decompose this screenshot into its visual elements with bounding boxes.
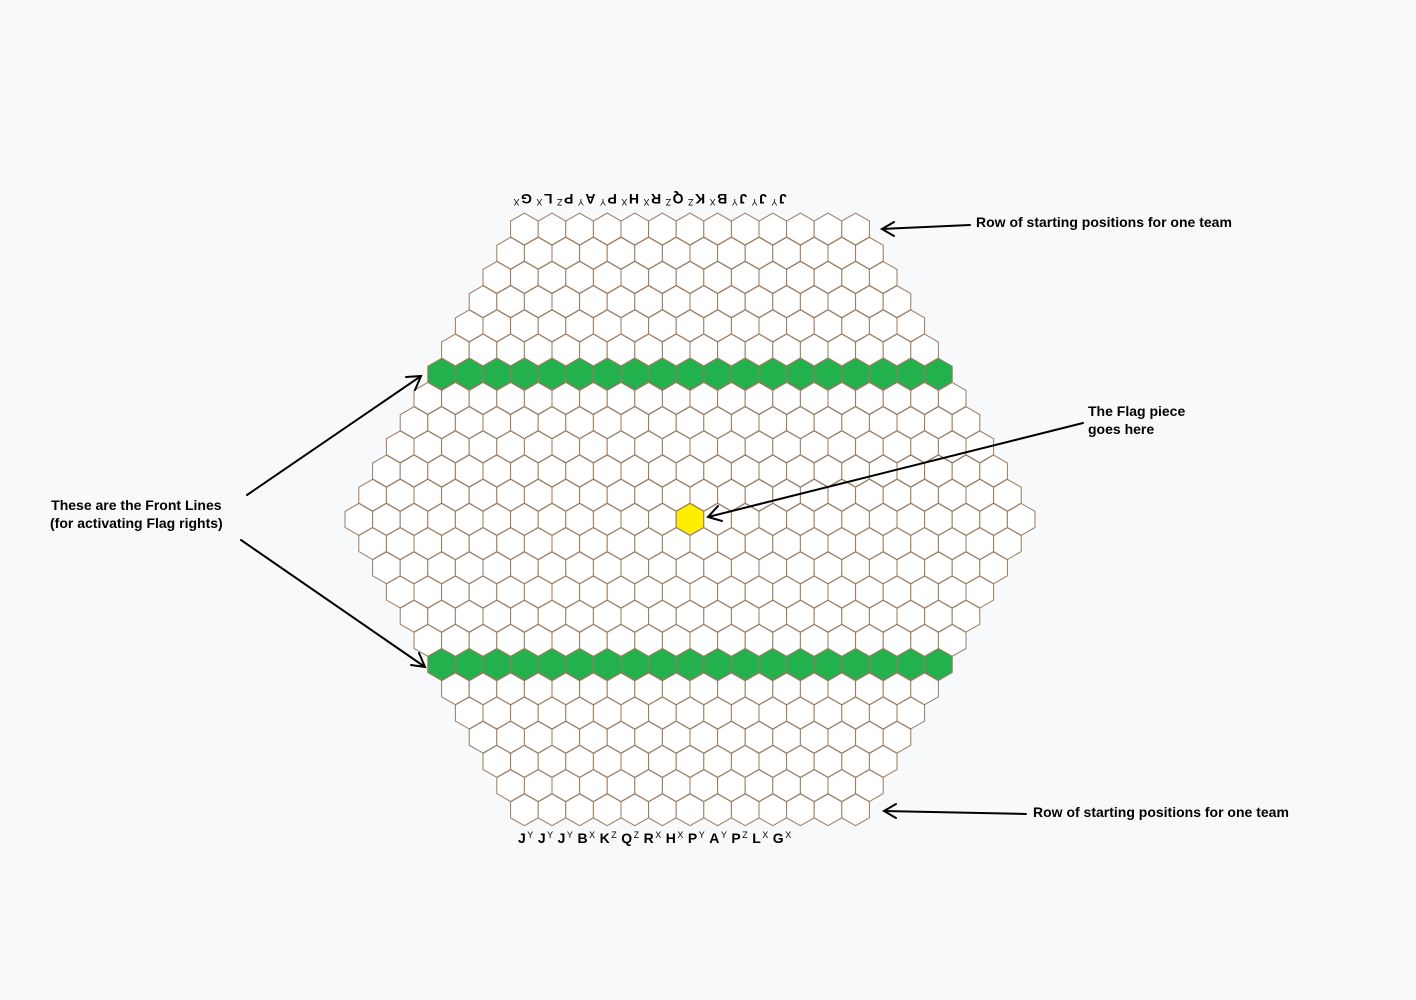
piece-subscript: Y — [698, 830, 706, 840]
piece-label: J — [758, 191, 767, 207]
piece-label: P — [731, 830, 742, 846]
piece-subscript: Z — [687, 197, 694, 207]
piece-subscript: Y — [720, 830, 728, 840]
hex-cell — [841, 793, 870, 827]
front-lines-label: These are the Front Lines (for activatin… — [50, 497, 223, 531]
arrows — [240, 221, 1084, 819]
piece-subscript: X — [655, 830, 662, 840]
flag-label: The Flag piece goes here — [1088, 403, 1186, 437]
piece-subscript: Y — [577, 197, 584, 207]
piece-subscript: Z — [556, 197, 563, 207]
piece-label: G — [772, 830, 785, 846]
piece-subscript: Y — [566, 830, 574, 840]
piece-label: H — [628, 191, 639, 207]
piece-subscript: X — [589, 830, 596, 840]
piece-subscript: Y — [770, 197, 778, 207]
piece-subscript: Y — [527, 830, 534, 840]
bottom-row-label: Row of starting positions for one team — [1033, 804, 1289, 820]
piece-label: Q — [621, 830, 633, 846]
piece-label: J — [518, 830, 527, 846]
piece-subscript: X — [513, 197, 520, 207]
arrow-top-row — [880, 221, 971, 237]
piece-label: B — [716, 191, 728, 207]
piece-label: B — [577, 830, 589, 846]
piece-label: K — [694, 191, 706, 207]
piece-subscript: Y — [599, 197, 606, 207]
piece-label: J — [778, 191, 787, 207]
piece-subscript: X — [785, 830, 792, 840]
piece-label: P — [687, 830, 698, 846]
piece-subscript: X — [677, 830, 684, 840]
piece-label: Q — [672, 191, 684, 207]
piece-label: R — [650, 191, 662, 207]
piece-subscript: X — [535, 197, 543, 207]
piece-label: J — [537, 830, 547, 846]
piece-subscript: Z — [665, 197, 672, 207]
piece-subscript: Z — [742, 830, 749, 840]
arrow-front-line-bottom — [240, 539, 427, 669]
piece-subscript: X — [620, 197, 628, 207]
piece-subscript: Y — [547, 830, 554, 840]
piece-subscript: Z — [633, 830, 640, 840]
arrow-flag — [706, 422, 1084, 522]
piece-label: K — [599, 830, 611, 846]
arrow-bottom-row — [882, 803, 1027, 819]
piece-label: P — [606, 191, 617, 207]
piece-subscript: X — [642, 197, 650, 207]
piece-subscript: X — [709, 197, 716, 207]
piece-label: J — [738, 191, 748, 207]
piece-label: G — [520, 191, 532, 207]
piece-subscript: X — [762, 830, 769, 840]
piece-label: P — [563, 191, 574, 207]
piece-label: L — [543, 191, 553, 207]
top-row-label: Row of starting positions for one team — [976, 214, 1232, 230]
piece-label: J — [557, 830, 566, 846]
piece-subscript: Y — [751, 197, 758, 207]
piece-subscript: Z — [611, 830, 618, 840]
piece-subscript: Y — [731, 197, 738, 207]
piece-label: L — [752, 830, 762, 846]
top-team-pieces: JYJYJYBXKZQZRXHXPYAYPZLXGX — [509, 191, 787, 207]
piece-label: A — [584, 191, 596, 207]
piece-label: R — [643, 830, 655, 846]
piece-label: H — [665, 830, 677, 846]
piece-label: A — [709, 830, 720, 846]
arrow-front-line-top — [246, 374, 423, 496]
